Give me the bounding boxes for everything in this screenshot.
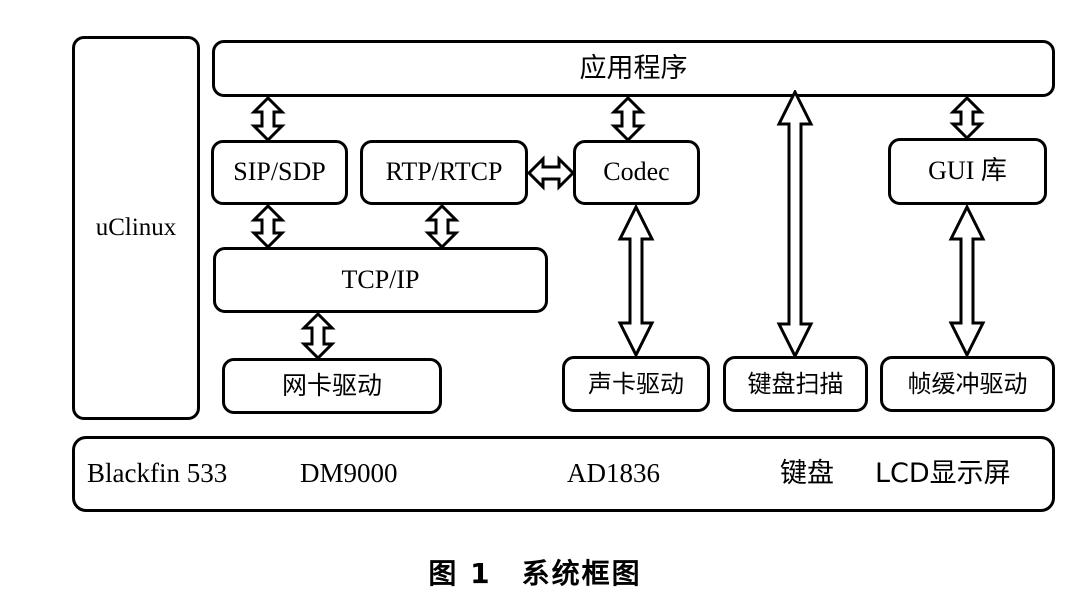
arrow-tcp-ip-to-nic-driver xyxy=(298,313,338,359)
hardware-item-blackfin: Blackfin 533 xyxy=(87,458,228,489)
box-application: 应用程序 xyxy=(212,40,1055,97)
box-gui-library: GUI 库 xyxy=(888,138,1047,205)
box-sound-driver-label: 声卡驱动 xyxy=(588,369,684,398)
hardware-item-ad1836: AD1836 xyxy=(567,458,660,489)
arrow-codec-to-sound-driver xyxy=(614,205,658,357)
box-framebuffer-driver: 帧缓冲驱动 xyxy=(880,356,1055,412)
box-rtp-rtcp: RTP/RTCP xyxy=(360,140,528,205)
box-keyboard-scan: 键盘扫描 xyxy=(723,356,868,412)
box-sip-sdp-label: SIP/SDP xyxy=(233,157,326,187)
box-codec: Codec xyxy=(573,140,700,205)
box-nic-driver: 网卡驱动 xyxy=(222,358,442,414)
hardware-item-keyboard: 键盘 xyxy=(780,458,834,490)
arrow-app-to-codec xyxy=(608,97,648,141)
box-tcp-ip: TCP/IP xyxy=(213,247,548,313)
arrow-app-to-gui-library xyxy=(947,97,987,139)
arrow-app-to-sip-sdp xyxy=(248,97,288,141)
box-framebuffer-driver-label: 帧缓冲驱动 xyxy=(907,369,1028,398)
box-rtp-rtcp-label: RTP/RTCP xyxy=(385,157,503,187)
hardware-item-dm9000: DM9000 xyxy=(300,458,398,489)
box-codec-label: Codec xyxy=(603,157,670,187)
arrow-gui-library-to-framebuffer-driver xyxy=(945,205,989,357)
box-uclinux-label: uClinux xyxy=(95,214,177,242)
box-sound-driver: 声卡驱动 xyxy=(562,356,710,412)
arrow-sip-sdp-to-tcp-ip xyxy=(248,205,288,248)
arrow-app-to-keyboard-scan xyxy=(773,90,817,358)
figure-caption: 图 1 系统框图 xyxy=(428,557,642,590)
box-tcp-ip-label: TCP/IP xyxy=(341,264,420,294)
box-keyboard-scan-label: 键盘扫描 xyxy=(747,369,844,398)
hardware-item-list: Blackfin 533 DM9000 AD1836 键盘 LCD显示屏 xyxy=(75,439,1052,509)
box-hardware-layer: Blackfin 533 DM9000 AD1836 键盘 LCD显示屏 xyxy=(72,436,1055,512)
box-gui-library-label: GUI 库 xyxy=(928,156,1007,186)
arrow-rtp-rtcp-to-codec xyxy=(528,152,574,194)
box-application-label: 应用程序 xyxy=(579,52,688,84)
hardware-item-lcd-display: LCD显示屏 xyxy=(875,458,1011,490)
box-sip-sdp: SIP/SDP xyxy=(211,140,348,205)
box-nic-driver-label: 网卡驱动 xyxy=(281,371,382,401)
arrow-rtp-rtcp-to-tcp-ip xyxy=(422,205,462,248)
box-uclinux: uClinux xyxy=(72,36,200,420)
